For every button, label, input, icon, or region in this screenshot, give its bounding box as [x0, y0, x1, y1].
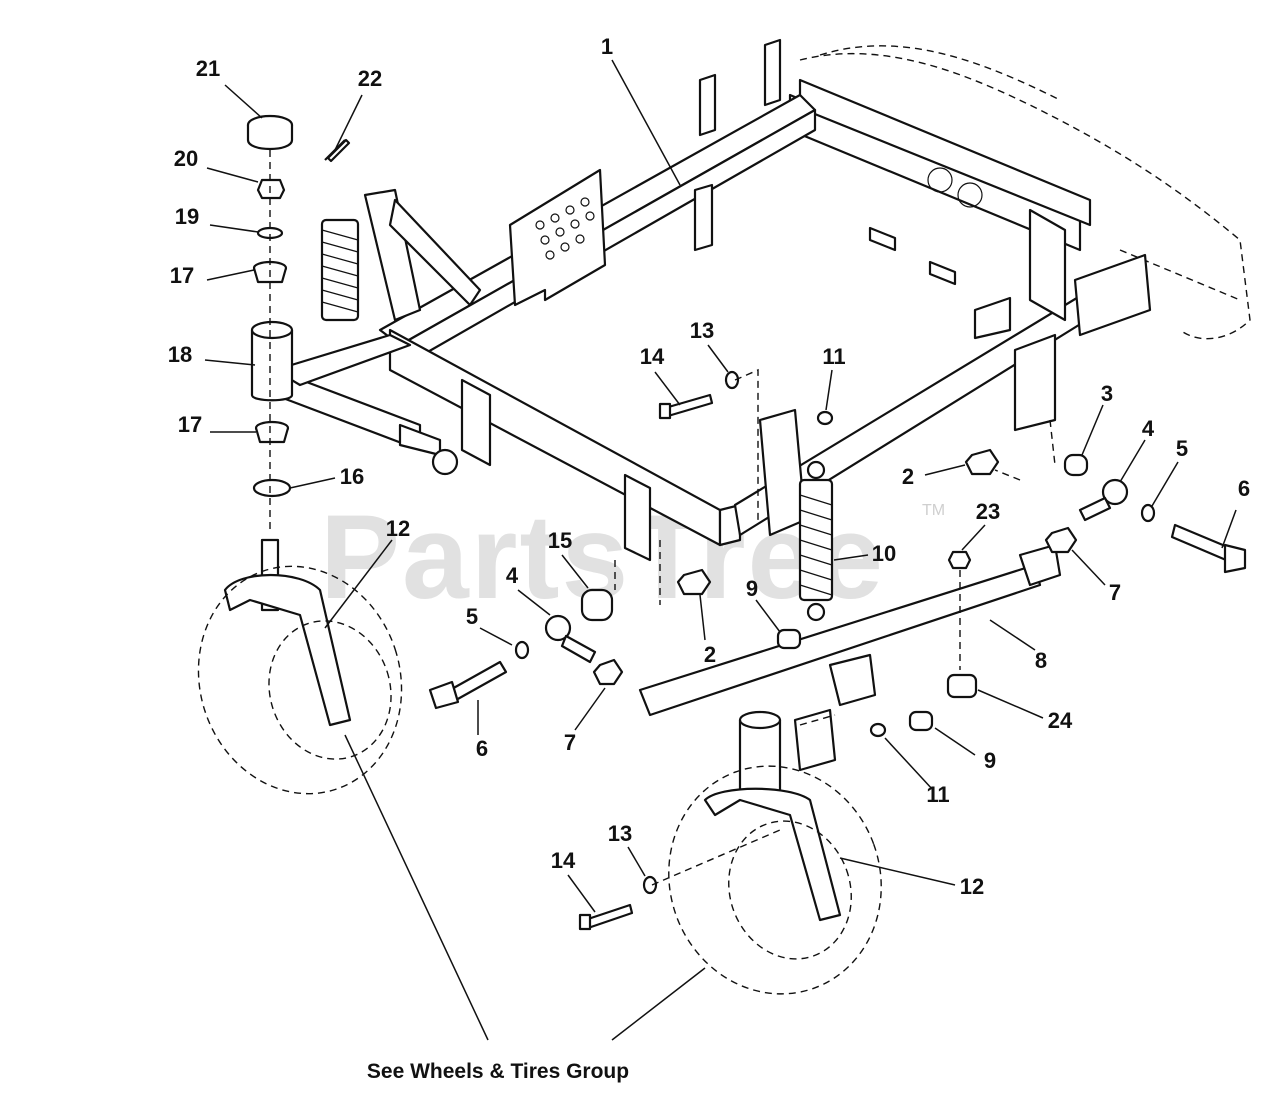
hardware: [326, 138, 1247, 931]
callout-5-left: 5: [466, 604, 478, 629]
leader-lines: [204, 59, 1237, 1041]
callout-10: 10: [872, 541, 896, 566]
callouts: 1 21 22 20 19 17 18 17 16 12 13 14 11 3 …: [168, 34, 1250, 899]
left-wheel-outline: [197, 565, 403, 795]
callout-6-right: 6: [1238, 476, 1250, 501]
callout-14-bottom: 14: [551, 848, 576, 873]
callout-9-bottom: 9: [984, 748, 996, 773]
wheels-tires-caption: See Wheels & Tires Group: [367, 1060, 629, 1083]
callout-2-left: 2: [704, 642, 716, 667]
callout-8: 8: [1035, 648, 1047, 673]
center-shock: [798, 460, 834, 622]
callout-19: 19: [175, 204, 199, 229]
left-caster-arm: [273, 188, 482, 476]
callout-16: 16: [340, 464, 364, 489]
left-caster-stack: [223, 114, 352, 727]
callout-23: 23: [976, 499, 1000, 524]
callout-12-right: 12: [960, 874, 984, 899]
plate-holes: [535, 197, 595, 260]
callout-11-top: 11: [822, 344, 845, 369]
callout-6-left: 6: [476, 736, 488, 761]
callout-15: 15: [548, 528, 572, 553]
right-wheel-outline: [668, 765, 882, 995]
callout-12-left: 12: [386, 516, 410, 541]
callout-14-top: 14: [640, 344, 665, 369]
callout-4-left: 4: [506, 563, 519, 588]
deck-outline: [799, 45, 1251, 340]
callout-13-top: 13: [690, 318, 714, 343]
callout-4-right: 4: [1142, 416, 1155, 441]
left-shock: [320, 218, 360, 322]
callout-21: 21: [196, 56, 220, 81]
callout-1: 1: [601, 34, 613, 59]
callout-2-right: 2: [902, 464, 914, 489]
callout-9-top: 9: [746, 576, 758, 601]
callout-24: 24: [1048, 708, 1073, 733]
callout-18: 18: [168, 342, 192, 367]
callout-17-bottom: 17: [178, 412, 202, 437]
right-caster-arm: [638, 543, 1062, 922]
main-frame: [378, 38, 1152, 562]
callout-20: 20: [174, 146, 198, 171]
trademark-text: TM: [922, 502, 945, 519]
callout-22: 22: [358, 66, 382, 91]
callout-13-bottom: 13: [608, 821, 632, 846]
callout-3: 3: [1101, 381, 1113, 406]
callout-7-left: 7: [564, 730, 576, 755]
callout-7-right: 7: [1109, 580, 1121, 605]
callout-5-right: 5: [1176, 436, 1188, 461]
callout-17-top: 17: [170, 263, 194, 288]
callout-11-bottom: 11: [926, 782, 949, 807]
